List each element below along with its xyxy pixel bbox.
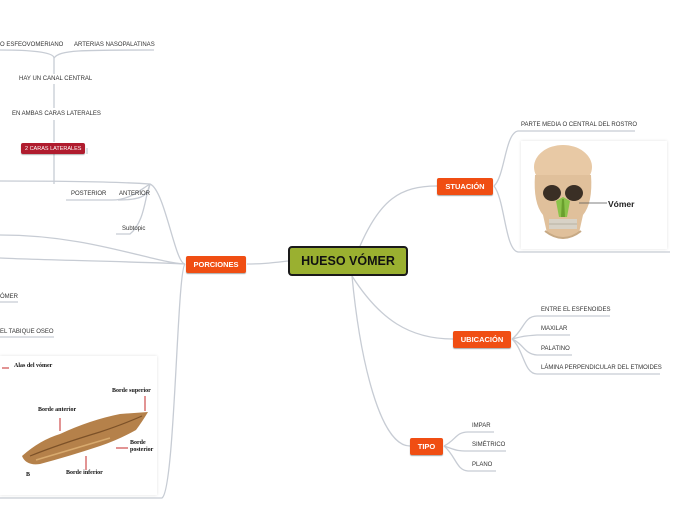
subtopic-placeholder[interactable]: Subtopic xyxy=(122,226,146,232)
subtopic-canal-central[interactable]: HAY UN CANAL CENTRAL xyxy=(19,76,93,82)
subtopic-impar[interactable]: IMPAR xyxy=(472,423,491,429)
topic-tipo[interactable]: TIPO xyxy=(410,438,443,455)
skull-image xyxy=(521,141,667,249)
subtopic-parte-media[interactable]: PARTE MEDIA O CENTRAL DEL ROSTRO xyxy=(521,122,638,128)
subtopic-vomer-cut[interactable]: ÓMER xyxy=(0,294,18,300)
vomer-bone-image xyxy=(0,356,157,495)
subtopic-esfenoides[interactable]: ENTRE EL ESFENOIDES xyxy=(541,307,611,313)
subtopic-simetrico[interactable]: SIMÉTRICO xyxy=(472,442,506,448)
subtopic-posterior[interactable]: POSTERIOR xyxy=(71,191,107,197)
label-borde-posterior: Borde posterior xyxy=(130,440,154,453)
topic-porciones[interactable]: PORCIONES xyxy=(186,256,246,273)
topic-ubicacion[interactable]: UBICACIÓN xyxy=(453,331,511,348)
subtopic-tabique-oseo[interactable]: EL TABIQUE OSEO xyxy=(0,329,54,335)
subtopic-arterias-nasopalatinas[interactable]: ARTERIAS NASOPALATINAS xyxy=(74,42,155,48)
subtopic-ambas-caras[interactable]: EN AMBAS CARAS LATERALES xyxy=(12,111,101,117)
subtopic-maxilar[interactable]: MAXILAR xyxy=(541,326,568,332)
subtopic-anterior[interactable]: ANTERIOR xyxy=(119,191,151,197)
subtopic-palatino[interactable]: PALATINO xyxy=(541,346,570,352)
tag-2-caras-laterales[interactable]: 2 CARAS LATERALES xyxy=(21,143,86,154)
vomer-image-label: Vómer xyxy=(608,199,635,209)
subtopic-plano[interactable]: PLANO xyxy=(472,462,493,468)
label-borde-superior: Borde superior xyxy=(112,388,151,394)
label-letter-b: B xyxy=(26,472,31,478)
subtopic-lamina-etmoides[interactable]: LÁMINA PERPENDICULAR DEL ETMOIDES xyxy=(541,365,662,371)
topic-situacion[interactable]: STUACIÓN xyxy=(437,178,493,195)
subtopic-esfeovomeriano[interactable]: O ESFEOVOMERIANO xyxy=(0,42,64,48)
vomer-bone-illustration xyxy=(2,367,148,470)
central-topic[interactable]: HUESO VÓMER xyxy=(288,246,408,276)
label-borde-inferior: Borde inferior xyxy=(66,470,103,476)
label-borde-anterior: Borde anterior xyxy=(38,407,77,413)
skull-illustration xyxy=(534,145,607,239)
label-alas-vomer: Alas del vómer xyxy=(14,363,53,369)
